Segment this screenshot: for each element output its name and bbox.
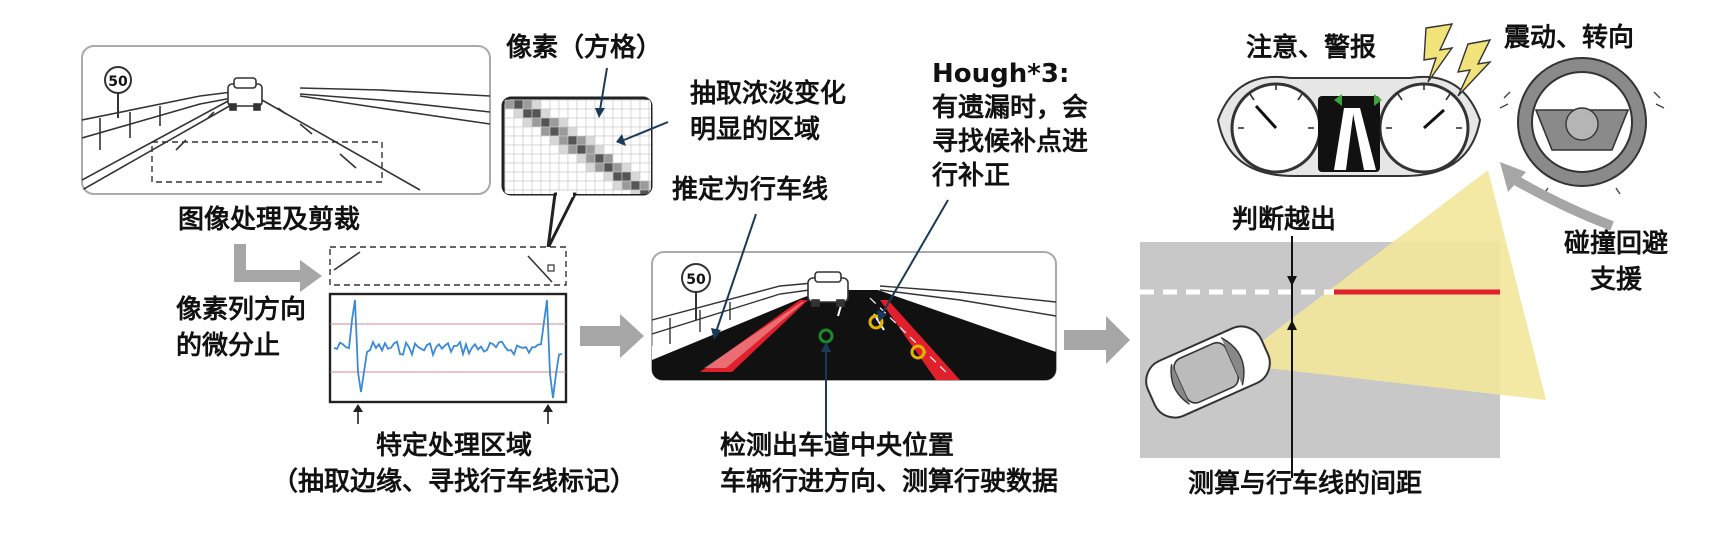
label-avoid-line2: 支援 <box>1590 265 1643 295</box>
label-image-processing: 图像处理及剪裁 <box>178 204 360 235</box>
car-icon-top <box>227 77 263 111</box>
label-hough-line3: 寻找候补点进 <box>932 126 1088 157</box>
label-diff-line1: 像素列方向 <box>176 294 306 325</box>
label-diff-line2: 的微分止 <box>176 330 280 361</box>
car-topview-icon <box>1145 325 1271 419</box>
car-icon-lane <box>807 271 849 307</box>
waveform-line <box>333 299 563 399</box>
alert-lightning-icon <box>1423 23 1492 97</box>
label-detect-line1: 检测出车道中央位置 <box>720 430 954 461</box>
lane-detection-panel: 50 <box>651 199 1057 440</box>
flow-arrow-1 <box>234 244 322 292</box>
pixel-grid-zoom <box>501 67 669 250</box>
hough-point-1 <box>868 314 884 330</box>
label-extract-line1: 抽取浓淡变化 <box>690 78 846 109</box>
departure-judgment-panel <box>1140 170 1546 478</box>
label-avoid-line1: 碰撞回避 <box>1564 228 1668 259</box>
label-hough-line4: 行补正 <box>931 160 1010 191</box>
hough-point-2 <box>910 344 926 360</box>
processing-region-diagram <box>234 244 568 424</box>
feedback-arrow <box>1509 173 1614 231</box>
dashboard-icon <box>1216 75 1482 177</box>
flow-arrow-3 <box>1064 316 1130 364</box>
warning-beam <box>1232 170 1546 400</box>
label-detect-line2: 车辆行进方向、测算行驶数据 <box>720 466 1058 497</box>
road-scene-panel: 50 <box>81 45 491 195</box>
label-attention: 注意、警报 <box>1246 32 1376 63</box>
label-judge-departure: 判断越出 <box>1232 204 1336 235</box>
label-hough-line1: Hough*3: <box>932 59 1069 89</box>
speed-sign-top: 50 <box>108 74 128 90</box>
label-vibration: 震动、转向 <box>1504 22 1634 53</box>
label-region-line2: （抽取边缘、寻找行车线标记） <box>272 466 636 497</box>
flow-arrow-2 <box>580 314 644 358</box>
label-estimate-lane: 推定为行车线 <box>672 174 828 205</box>
label-pixel: 像素（方格） <box>506 32 662 63</box>
label-region-line1: 特定处理区域 <box>376 430 532 461</box>
label-hough-line2: 有遗漏时，会 <box>932 93 1088 123</box>
label-extract-line2: 明显的区域 <box>690 114 820 145</box>
speed-sign-lane: 50 <box>686 272 706 288</box>
steering-wheel-icon <box>1499 57 1665 195</box>
crop-region-box <box>151 141 383 183</box>
label-distance: 测算与行车线的间距 <box>1188 468 1422 499</box>
